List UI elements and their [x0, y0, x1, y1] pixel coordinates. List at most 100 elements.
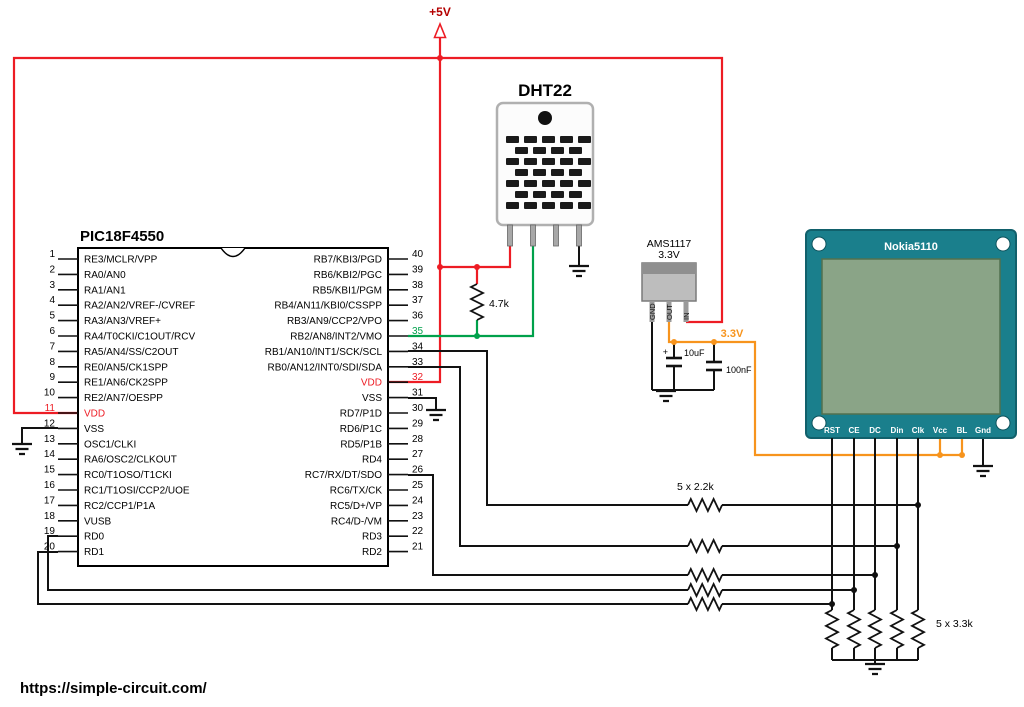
site-url: https://simple-circuit.com/ [20, 680, 208, 697]
dht-vent [578, 158, 591, 165]
pic-pin-name-37: RB4/AN11/KBI0/CSSPP [274, 301, 382, 312]
pic-pin-number-40: 40 [412, 249, 424, 260]
dht-vent [569, 147, 582, 154]
wire-din-left [408, 366, 688, 547]
pic-pin-number-27: 27 [412, 449, 424, 460]
resistor-3.3k [846, 609, 862, 649]
pic-pin-name-5: RA3/AN3/VREF+ [84, 316, 161, 327]
pic-pin-name-33: RB0/AN12/INT0/SDI/SDA [268, 362, 383, 373]
dht-vent [560, 202, 573, 209]
pic-pin-number-16: 16 [44, 480, 56, 491]
regulator-pin-label-2: IN [682, 313, 691, 321]
pic-pin-name-31: VSS [362, 393, 382, 404]
ground-symbol [973, 464, 993, 478]
dht-vent [515, 169, 528, 176]
pic-pin-name-17: RC2/CCP1/P1A [84, 501, 155, 512]
pic-pin-number-20: 20 [44, 542, 56, 553]
pic-pin-name-24: RC5/D+/VP [330, 501, 382, 512]
pic-pin-name-23: RC4/D-/VM [331, 516, 382, 527]
dht-vent [569, 169, 582, 176]
nokia-screen [821, 258, 1001, 415]
pic-pin-name-16: RC1/T1OSI/CCP2/UOE [84, 486, 190, 497]
pic-pin-name-1: RE3/MCLR/VPP [84, 255, 158, 266]
dht-vent [551, 147, 564, 154]
ground-symbol [656, 389, 676, 403]
pic-pin-name-13: OSC1/CLKI [84, 439, 136, 450]
wire-5v-left-vdd [12, 56, 440, 415]
pic-pin-number-31: 31 [412, 388, 424, 399]
pic-pin-number-18: 18 [44, 511, 56, 522]
dht-vent [524, 158, 537, 165]
dht-vent [560, 158, 573, 165]
pic-pin-number-8: 8 [49, 357, 55, 368]
ground-symbol [12, 442, 32, 456]
pic-body [77, 247, 389, 567]
wire-vss-right [408, 397, 437, 410]
pic-pin-name-26: RC7/RX/DT/SDO [305, 470, 382, 481]
pic-pin-name-32: VDD [361, 378, 382, 389]
dht-leg-4 [576, 224, 582, 247]
junction-dot [959, 452, 965, 458]
junction-dot [937, 452, 943, 458]
pic-pin-number-10: 10 [44, 388, 56, 399]
pic-pin-number-29: 29 [412, 418, 424, 429]
pic-pin-number-12: 12 [44, 418, 56, 429]
pic-pin-name-27: RD4 [362, 455, 382, 466]
pic-pin-number-38: 38 [412, 280, 424, 291]
junction-dot [872, 572, 878, 578]
pic-pin-name-4: RA2/AN2/VREF-/CVREF [84, 301, 195, 312]
pic-pin-name-29: RD6/P1C [340, 424, 382, 435]
labels-layer: +5V PIC18F4550 DHT22 Nokia5110 AMS1117 3… [20, 5, 974, 697]
resistor-2.2k [687, 496, 723, 514]
pic-pin-name-25: RC6/TX/CK [330, 486, 383, 497]
supply-arrow-icon [433, 21, 447, 39]
resistor-3.3k [867, 609, 883, 649]
pic-notch [220, 247, 246, 258]
pic-pin-name-19: RD0 [84, 532, 104, 543]
pic-pin-name-14: RA6/OSC2/CLKOUT [84, 455, 177, 466]
nokia-pin-label-1: CE [848, 426, 860, 435]
nokia-hole-br [995, 415, 1011, 431]
junction-dot [474, 333, 480, 339]
pic-pin-number-17: 17 [44, 495, 56, 506]
wire-vss-left [21, 427, 58, 444]
pic-pin-name-6: RA4/T0CKI/C1OUT/RCV [84, 332, 195, 343]
dht-vent [560, 180, 573, 187]
wire-5v-regulator-in [440, 56, 724, 324]
resistor-2k2-label: 5 x 2.2k [677, 481, 715, 493]
dht-leg-2 [530, 224, 536, 247]
pic-pin-number-2: 2 [49, 264, 55, 275]
junction-dot [474, 264, 480, 270]
pic-pin-number-32: 32 [412, 372, 424, 383]
junction-dot [915, 502, 921, 508]
pic-pin-name-12: VSS [84, 424, 104, 435]
pic-pin-number-6: 6 [49, 326, 55, 337]
pic-pin-number-25: 25 [412, 480, 424, 491]
dht-vent [524, 180, 537, 187]
pic-pin-name-3: RA1/AN1 [84, 285, 126, 296]
cap1-polarity-label: + [663, 347, 668, 357]
dht-leg-3 [553, 224, 559, 247]
wire-dht-data [408, 245, 535, 338]
resistor-3.3k [910, 609, 926, 649]
junction-dot [894, 543, 900, 549]
junction-dot [711, 339, 717, 345]
nokia-pin-label-4: Clk [912, 426, 925, 435]
regulator-pin-label-1: OUT [665, 304, 674, 320]
pic-pin-number-3: 3 [49, 280, 55, 291]
wire-dc-left [408, 474, 688, 576]
dht-vent [524, 202, 537, 209]
pic-pin-name-18: VUSB [84, 516, 112, 527]
resistor-3.3k [824, 609, 840, 649]
dht-vent [542, 158, 555, 165]
pic-pin-number-13: 13 [44, 434, 56, 445]
pic-pin-number-28: 28 [412, 434, 424, 445]
resistor-4k7-label: 4.7k [489, 298, 510, 310]
dht-vent [506, 158, 519, 165]
dht-vent [578, 202, 591, 209]
passives-layer [12, 55, 993, 676]
nokia-pin-label-7: Gnd [975, 426, 991, 435]
dht-vent [533, 169, 546, 176]
